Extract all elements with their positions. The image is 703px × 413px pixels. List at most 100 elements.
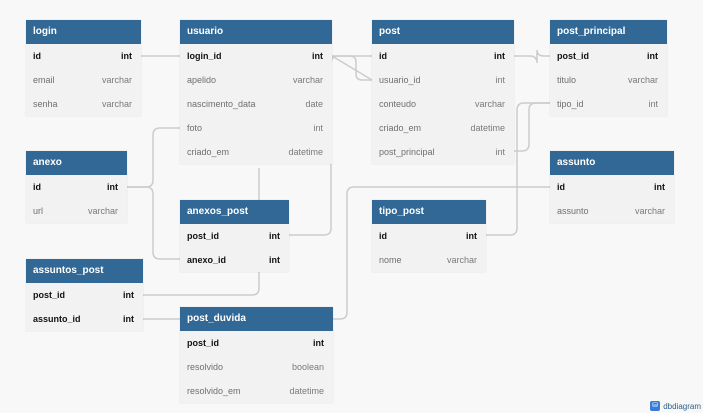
field-name: id	[379, 51, 387, 61]
field-type: datetime	[470, 123, 505, 133]
field-row[interactable]: id int	[550, 175, 674, 199]
field-name: post_id	[33, 290, 66, 300]
table-header[interactable]: usuario	[180, 20, 332, 44]
dbdiagram-logo: ⛁ dbdiagram	[650, 399, 701, 413]
field-name: post_principal	[379, 147, 435, 157]
field-row[interactable]: assunto_id int	[26, 307, 143, 331]
field-type: datetime	[288, 147, 323, 157]
field-name: nascimento_data	[187, 99, 256, 109]
field-type: int	[647, 51, 658, 61]
table-header[interactable]: anexos_post	[180, 200, 289, 224]
field-row[interactable]: post_id int	[550, 44, 667, 68]
table-header[interactable]: post	[372, 20, 514, 44]
field-row[interactable]: id int	[372, 44, 514, 68]
field-type: varchar	[634, 206, 665, 216]
table-header[interactable]: post_principal	[550, 20, 667, 44]
dbdiagram-icon: ⛁	[650, 401, 661, 411]
field-name: post_id	[187, 338, 220, 348]
field-name: post_id	[187, 231, 220, 241]
field-name: id	[379, 231, 387, 241]
field-type: int	[269, 255, 280, 265]
relationship-line[interactable]	[514, 102, 550, 152]
field-type: int	[494, 51, 505, 61]
field-type: date	[305, 99, 323, 109]
field-row[interactable]: tipo_id int	[550, 92, 667, 116]
field-type: varchar	[627, 75, 658, 85]
field-name: assunto	[557, 206, 589, 216]
relationship-line[interactable]	[127, 186, 180, 260]
field-row[interactable]: id int	[26, 44, 141, 68]
field-name: id	[33, 51, 41, 61]
field-row[interactable]: assunto varchar	[550, 199, 674, 223]
table-header[interactable]: tipo_post	[372, 200, 486, 224]
table-header[interactable]: login	[26, 20, 141, 44]
field-type: int	[121, 51, 132, 61]
field-name: tipo_id	[557, 99, 584, 109]
relationship-line[interactable]	[331, 55, 373, 81]
field-row[interactable]: nascimento_data date	[180, 92, 332, 116]
field-name: resolvido	[187, 362, 224, 372]
relationship-line[interactable]	[514, 49, 550, 64]
field-row[interactable]: criado_em datetime	[180, 140, 332, 164]
field-row[interactable]: id int	[372, 224, 486, 248]
field-type: varchar	[446, 255, 477, 265]
field-type: int	[123, 314, 134, 324]
relationship-line[interactable]	[332, 55, 372, 81]
field-type: int	[466, 231, 477, 241]
table-header[interactable]: post_duvida	[180, 307, 333, 331]
table-header[interactable]: assunto	[550, 151, 674, 175]
field-type: int	[313, 123, 323, 133]
field-row[interactable]: post_id int	[180, 331, 333, 355]
field-name: post_id	[557, 51, 590, 61]
field-name: login_id	[187, 51, 222, 61]
field-name: criado_em	[187, 147, 230, 157]
field-row[interactable]: nome varchar	[372, 248, 486, 272]
field-name: nome	[379, 255, 402, 265]
field-type: datetime	[289, 386, 324, 396]
field-name: resolvido_em	[187, 386, 241, 396]
field-type: int	[648, 99, 658, 109]
field-name: id	[33, 182, 41, 192]
field-name: assunto_id	[33, 314, 81, 324]
field-type: int	[313, 338, 324, 348]
field-type: varchar	[474, 99, 505, 109]
field-type: int	[654, 182, 665, 192]
field-row[interactable]: resolvido_em datetime	[180, 379, 333, 403]
field-name: apelido	[187, 75, 217, 85]
table-assunto[interactable]: assunto id int assunto varchar	[550, 151, 674, 223]
table-header[interactable]: anexo	[26, 151, 127, 175]
brand-label: dbdiagram	[663, 401, 701, 411]
relationship-line[interactable]	[127, 127, 180, 188]
field-type: varchar	[87, 206, 118, 216]
field-type: varchar	[101, 99, 132, 109]
field-type: int	[495, 75, 505, 85]
table-header[interactable]: assuntos_post	[26, 259, 143, 283]
field-name: id	[557, 182, 565, 192]
